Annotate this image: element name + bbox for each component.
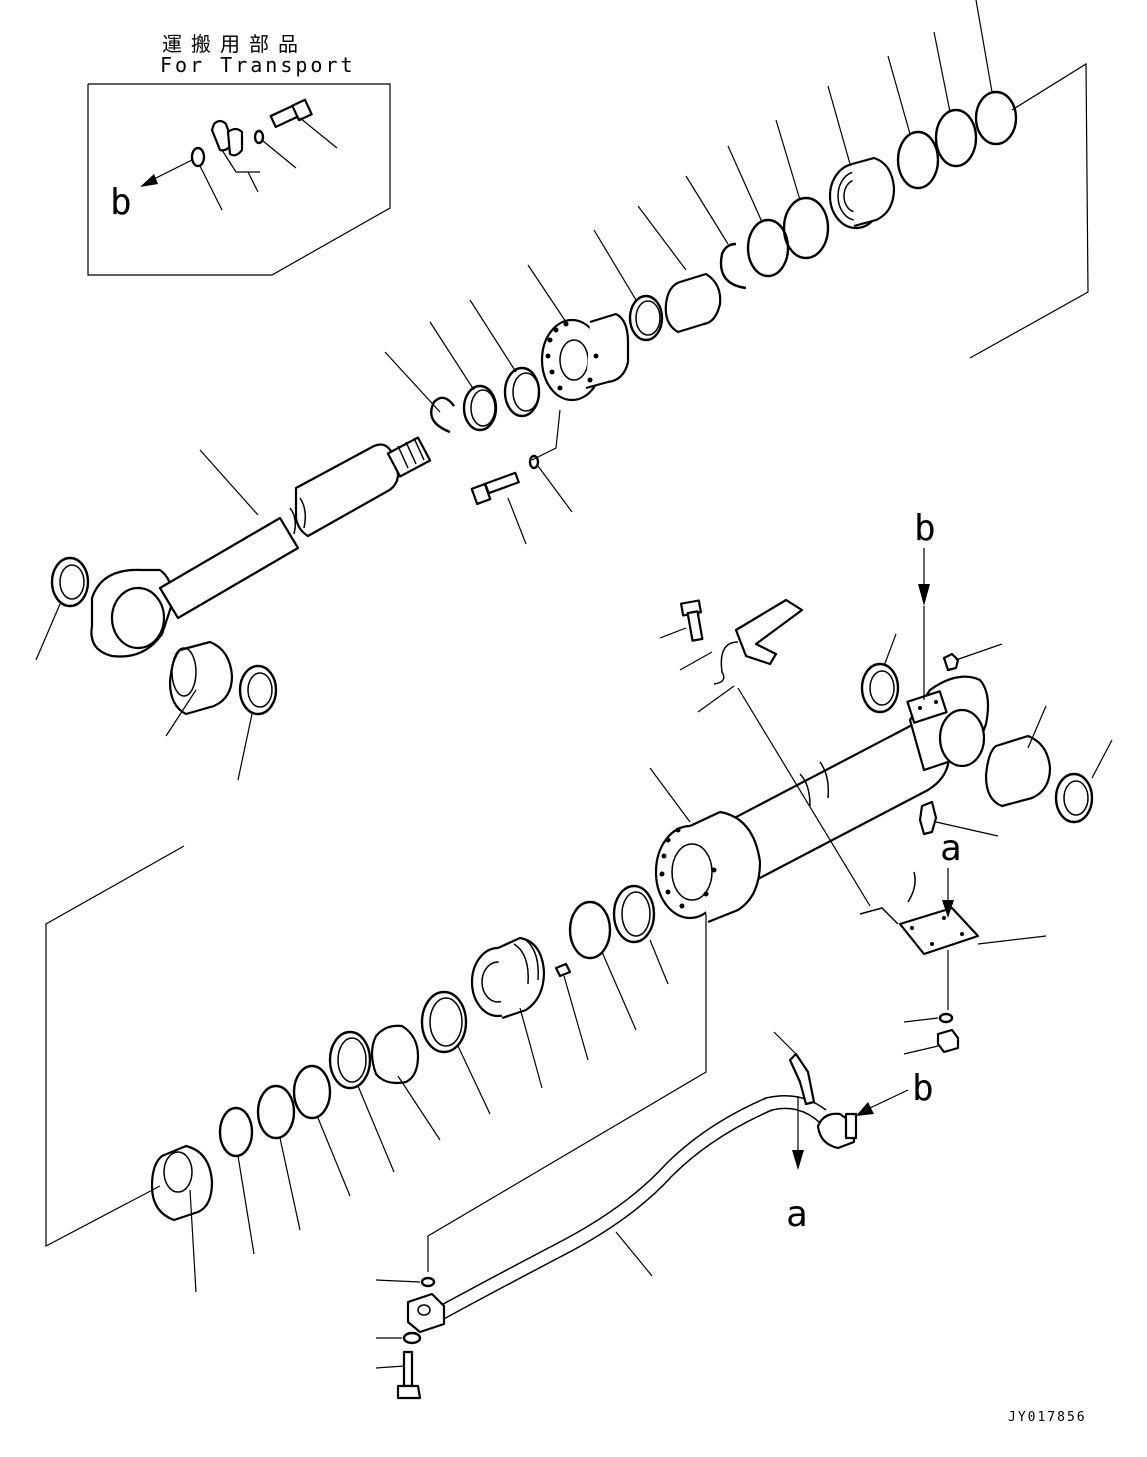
piston <box>828 156 896 230</box>
rod-end-bushings <box>35 556 278 781</box>
hose-o-ring <box>420 1276 436 1288</box>
tube-dust-seal-2 <box>1054 772 1094 824</box>
lower-seal-3 <box>328 1030 372 1090</box>
transport-title-en: For Transport <box>160 53 356 77</box>
clamp-plate <box>859 868 1047 1055</box>
seal-ring-3 <box>746 218 790 278</box>
snap-ring-2 <box>719 242 747 290</box>
callout-a-hose: a <box>786 1194 808 1235</box>
tube-plug <box>942 652 960 672</box>
hose-bracket <box>659 598 871 907</box>
head-bolt <box>470 454 540 506</box>
piston-rod <box>294 443 400 538</box>
rod-thread <box>386 436 432 478</box>
plate-nut <box>936 1028 960 1054</box>
lower-piston <box>470 936 546 1020</box>
callout-a-tube: a <box>940 828 962 869</box>
callout-b-hose: b <box>912 1068 934 1109</box>
drawing-code: JY017856 <box>1008 1410 1087 1425</box>
hose-assembly: a b <box>375 1031 934 1400</box>
seal-ring-4 <box>974 90 1018 146</box>
rod-assembly <box>90 436 432 658</box>
wear-ring-2 <box>934 108 978 168</box>
tube-fittings: a b <box>860 508 1113 869</box>
hose-bolt <box>396 1350 422 1400</box>
hose-end-block <box>406 1292 446 1334</box>
transport-title-jp: 運搬用部品 <box>162 32 307 56</box>
tube-dust-seal-1 <box>860 662 900 714</box>
lower-o-ring <box>256 1084 296 1140</box>
upper-seals <box>430 90 1018 434</box>
lower-bushing-2 <box>370 1024 420 1085</box>
transport-bolt <box>269 98 313 129</box>
piston-nut <box>150 1144 214 1222</box>
upper-leaders <box>199 0 1089 545</box>
rod-eye <box>90 516 300 658</box>
lower-bushing-1 <box>420 990 468 1054</box>
transport-ring <box>190 146 206 168</box>
lower-key <box>554 962 572 978</box>
lower-seals <box>150 884 656 1222</box>
hose-clamp <box>788 1052 816 1106</box>
tube-bushing <box>984 734 1052 808</box>
snap-ring-1 <box>430 396 455 434</box>
lower-seal-1 <box>612 884 656 944</box>
bushing-1 <box>503 366 541 418</box>
cylinder-head <box>540 312 630 402</box>
rod-bushing <box>168 640 234 716</box>
o-ring-1 <box>782 196 830 260</box>
plate-washer <box>938 1012 954 1024</box>
rod-dust-seal-2 <box>238 664 278 716</box>
lower-seal-2 <box>568 900 612 960</box>
wear-ring-1 <box>896 130 940 190</box>
lower-seal-4 <box>292 1064 332 1120</box>
callout-b-tube: b <box>914 508 936 549</box>
rod-dust-seal-1 <box>50 556 90 608</box>
cylinder-tube <box>654 675 990 924</box>
callout-b-transport: b <box>110 182 132 223</box>
seal-ring-2 <box>628 294 664 342</box>
transport-parts-box: b <box>87 83 391 276</box>
lower-leaders <box>45 767 707 1293</box>
seal-ring-1 <box>462 384 498 432</box>
lower-ring <box>218 1106 254 1158</box>
hose-washer <box>402 1331 422 1345</box>
bushing-2 <box>664 272 722 334</box>
grease-fitting <box>918 800 938 836</box>
transport-washer <box>253 129 265 145</box>
